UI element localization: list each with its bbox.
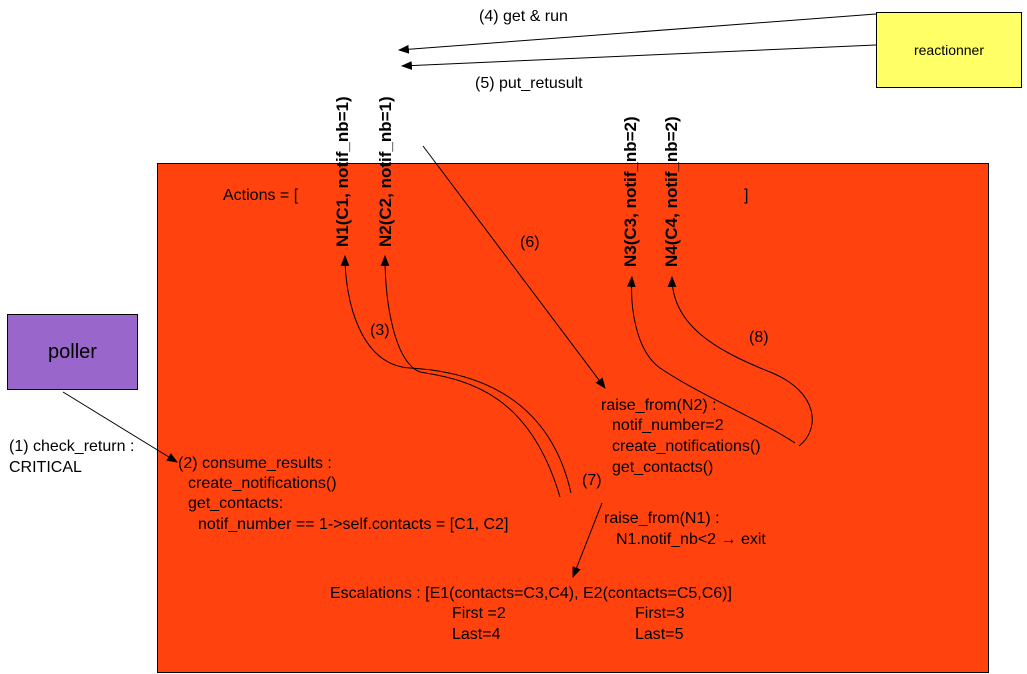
raise-n1-line-1: raise_from(N1) : <box>604 510 720 527</box>
label-check-return: (1) check_return : <box>9 438 135 455</box>
label-actions-open: Actions = [ <box>223 187 299 204</box>
poller-node: poller <box>7 314 138 390</box>
label-put-result: (5) put_retusult <box>475 75 583 92</box>
label-step7: (7) <box>582 472 602 489</box>
arrow-step8-n3 <box>626 275 796 444</box>
arrow-step3-n2 <box>380 254 561 498</box>
action-n1: N1(C1, notif_nb=1) <box>333 96 352 247</box>
action-n4: N4(C4, notif_nb=2) <box>662 116 681 267</box>
reactionner-node: reactionner <box>876 12 1022 88</box>
escalations-line: Escalations : [E1(contacts=C3,C4), E2(co… <box>330 585 732 602</box>
raise-n2-line-3: create_notifications() <box>612 438 761 455</box>
action-n2: N2(C2, notif_nb=1) <box>376 96 395 247</box>
label-get-run: (4) get & run <box>479 8 568 25</box>
scheduler-box <box>157 163 989 673</box>
escalation-e1-first: First =2 <box>452 605 506 622</box>
arrow-step3-n1 <box>340 254 572 494</box>
escalation-e2-last: Last=5 <box>635 626 684 643</box>
consume-line-4: notif_number == 1->self.contacts = [C1, … <box>198 516 509 533</box>
raise-n1-line-2: N1.notif_nb<2 → exit <box>616 531 766 548</box>
arrow-get-run <box>397 13 877 54</box>
arrow-put-result <box>400 44 877 70</box>
arrow-check-return <box>62 391 178 463</box>
arrow-step6 <box>422 145 606 389</box>
consume-line-3: get_contacts: <box>188 495 284 512</box>
raise-n2-line-4: get_contacts() <box>612 459 714 476</box>
label-critical: CRITICAL <box>9 459 82 476</box>
consume-line-2: create_notifications() <box>188 475 337 492</box>
arrow-step8-n4 <box>667 275 813 447</box>
raise-n2-line-1: raise_from(N2) : <box>601 397 717 414</box>
arrow-step7 <box>572 502 603 579</box>
escalation-e2-first: First=3 <box>635 605 685 622</box>
escalation-e1-last: Last=4 <box>452 626 501 643</box>
poller-label: poller <box>48 340 97 363</box>
label-step3: (3) <box>370 322 390 339</box>
label-step6: (6) <box>520 234 540 251</box>
consume-line-1: (2) consume_results : <box>178 455 332 472</box>
raise-n2-line-2: notif_number=2 <box>612 417 724 434</box>
label-actions-close: ] <box>744 187 749 204</box>
action-n3: N3(C3, notif_nb=2) <box>621 116 640 267</box>
reactionner-label: reactionner <box>913 42 985 58</box>
label-step8: (8) <box>749 329 769 346</box>
